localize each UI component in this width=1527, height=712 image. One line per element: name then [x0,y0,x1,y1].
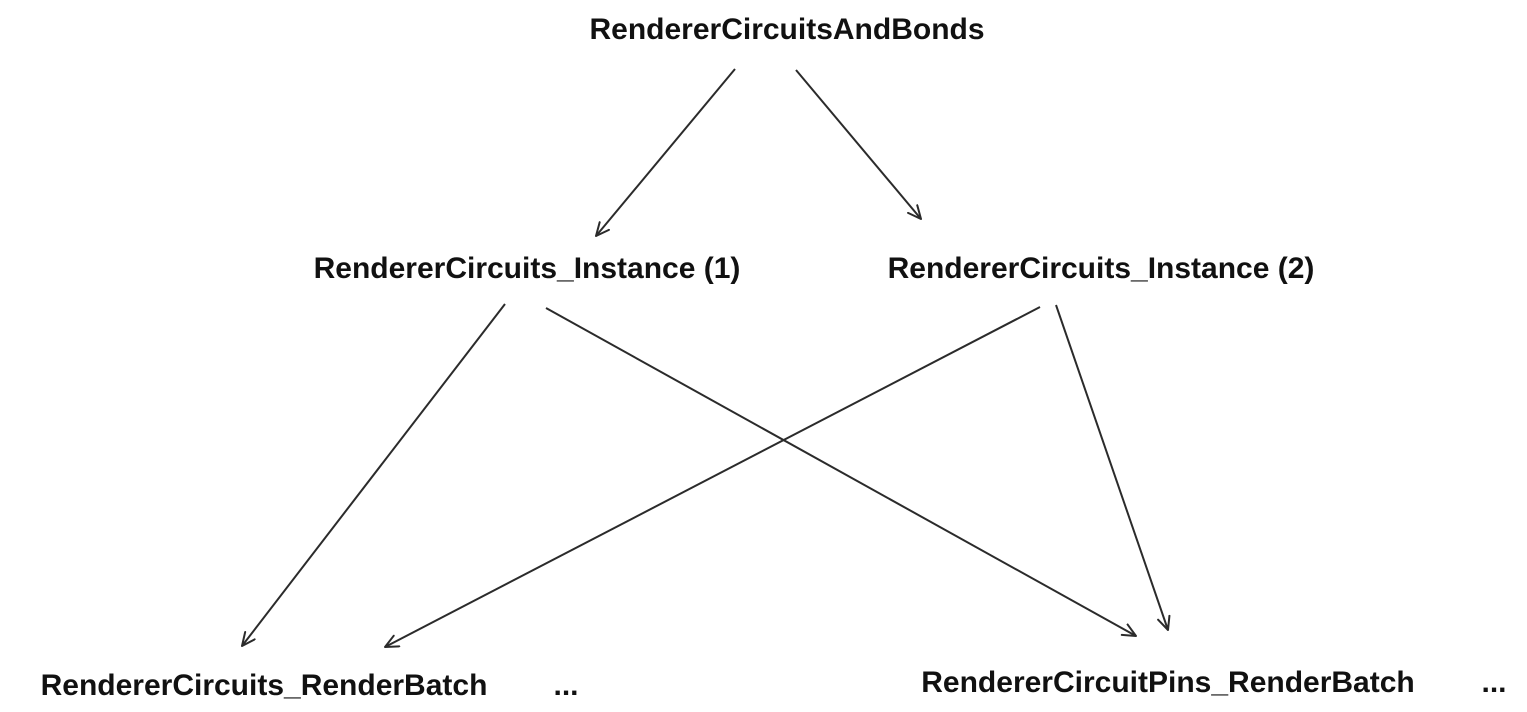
node-circuits-render-batch-ellipsis: ... [553,669,579,702]
edge-root-to-instance-1 [595,68,736,237]
edge-instance-2-to-pins-batch [1055,304,1171,631]
edge-instance-1-to-circuits-batch [240,303,506,647]
node-circuits-render-batch: RendererCircuits_RenderBatch [40,669,488,702]
edge-instance-2-to-circuits-batch [384,306,1041,648]
node-pins-render-batch-ellipsis: ... [1481,666,1507,699]
node-root: RendererCircuitsAndBonds [589,13,985,46]
edge-root-to-instance-2 [795,69,922,220]
node-instance-1: RendererCircuits_Instance (1) [313,252,741,285]
node-pins-render-batch: RendererCircuitPins_RenderBatch [921,666,1415,699]
node-instance-2: RendererCircuits_Instance (2) [887,252,1315,285]
edge-instance-1-to-pins-batch [545,307,1137,637]
